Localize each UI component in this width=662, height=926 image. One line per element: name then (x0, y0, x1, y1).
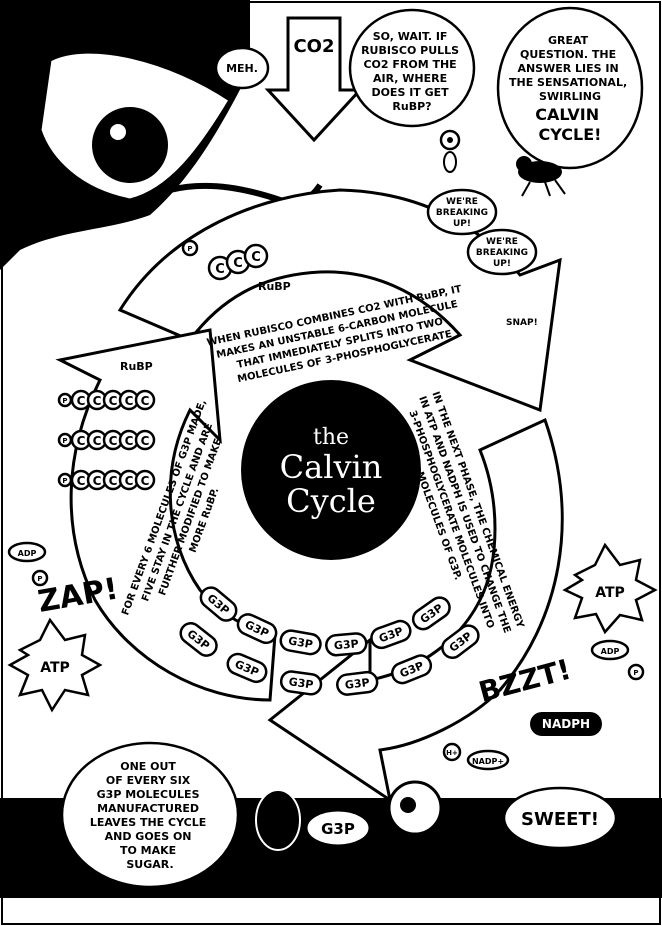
nadph-text: NADPH (542, 717, 590, 731)
carbon-label: C (109, 434, 118, 448)
answer-text: GREAT QUESTION. THE ANSWER LIES IN THE S… (509, 34, 631, 103)
fly-character (439, 129, 461, 173)
cycle-arrow-top (117, 188, 562, 413)
g3p-pill: G3P (279, 629, 322, 656)
g3p-pill: G3P (236, 613, 278, 645)
ant-character (255, 789, 301, 851)
phosphate-label: P (633, 669, 638, 677)
carbon-label: C (125, 394, 134, 408)
rubp-top-label: RuBP (258, 280, 291, 293)
adp-left-label: ADP (18, 549, 37, 558)
g3p-pill: G3P (391, 654, 433, 685)
nadph-label: NADPH (530, 712, 602, 736)
g3p-pill: G3P (279, 670, 323, 696)
speech-bubble-meh: MEH. (214, 46, 270, 90)
carbon-label: C (125, 474, 134, 488)
adp-left: ADP P (7, 541, 49, 587)
g3p-pill: G3P (370, 619, 412, 650)
g3p-pill: G3P (226, 652, 268, 684)
phosphate-label: P (62, 397, 67, 405)
title-line-2: Calvin (280, 448, 383, 486)
g3p-pill: G3P (411, 596, 451, 631)
co2-arrow: CO2 (264, 16, 364, 143)
phosphate-label: P (62, 477, 67, 485)
g3p-pill: G3P (179, 622, 218, 657)
bottom-panel: ONE OUT OF EVERY SIX G3P MOLECULES MANUF… (0, 741, 662, 898)
bubble-text: MEH. (226, 62, 258, 75)
carbon-label: C (77, 394, 86, 408)
cycle-arrow-right (267, 417, 564, 804)
g3p-label: G3P (333, 637, 359, 652)
eye-panel (0, 0, 323, 270)
carbon-label: C (141, 474, 150, 488)
sweet-text: SWEET! (521, 809, 599, 830)
co2-label: CO2 (293, 36, 334, 57)
atp-burst-right: ATP (562, 542, 658, 635)
carbon-label: C (93, 394, 102, 408)
atp-left-label: ATP (40, 660, 70, 676)
carbon-label: C (93, 474, 102, 488)
nadp-text: NADP+ (472, 757, 504, 766)
g3p-leaving-label: G3P (321, 820, 355, 838)
title-line-3: Cycle (286, 482, 376, 520)
carbon-label: C (77, 434, 86, 448)
answer-emphasis: CALVIN CYCLE! (535, 105, 604, 144)
g3p-label: G3P (288, 675, 314, 691)
atp-right-label: ATP (595, 585, 625, 601)
adp-right-label: ADP (601, 647, 620, 656)
carbon-label: C (93, 434, 102, 448)
carbon-label: C (141, 434, 150, 448)
rubp-left-label: RuBP (120, 360, 153, 373)
eye-icon (92, 107, 168, 183)
question-text: SO, WAIT. IF RUBISCO PULLS CO2 FROM THE … (361, 30, 463, 113)
phosphate-label: P (37, 575, 42, 583)
carbon-label: C (109, 474, 118, 488)
bee-character (516, 156, 566, 197)
carbon-label: C (125, 434, 134, 448)
phosphate-label: P (62, 437, 67, 445)
g3p-pill: G3P (336, 670, 379, 696)
g3p-label: G3P (344, 676, 370, 692)
g3p-pill: G3P (325, 632, 368, 657)
carbon-label: C (109, 394, 118, 408)
caption-phase-1: WHEN RUBISCO COMBINES CO2 WITH RuBP, IT … (206, 283, 475, 390)
carbon-label: C (141, 394, 150, 408)
speech-bubble-question: SO, WAIT. IF RUBISCO PULLS CO2 FROM THE … (348, 8, 476, 128)
title-circle: the Calvin Cycle (241, 380, 421, 560)
one-of-six-text: ONE OUT OF EVERY SIX G3P MOLECULES MANUF… (90, 760, 210, 871)
nadp-label: NADP+ H+ (442, 742, 510, 771)
h-text: H+ (446, 749, 458, 757)
speech-bubble-answer: GREAT QUESTION. THE ANSWER LIES IN THE S… (496, 6, 644, 170)
phosphate-label: P (187, 245, 192, 253)
carbon-label: C (77, 474, 86, 488)
g3p-leaving (304, 808, 372, 848)
speech-bubble-sweet (502, 786, 618, 850)
atp-burst-left: ATP (7, 617, 103, 713)
adp-right: ADP P (590, 639, 645, 681)
title-line-1: the (313, 425, 349, 450)
g3p-label: G3P (287, 634, 314, 651)
caption-phase-1-text: WHEN RUBISCO COMBINES CO2 WITH RuBP, IT … (206, 283, 475, 390)
snap-label: SNAP! (506, 318, 538, 328)
